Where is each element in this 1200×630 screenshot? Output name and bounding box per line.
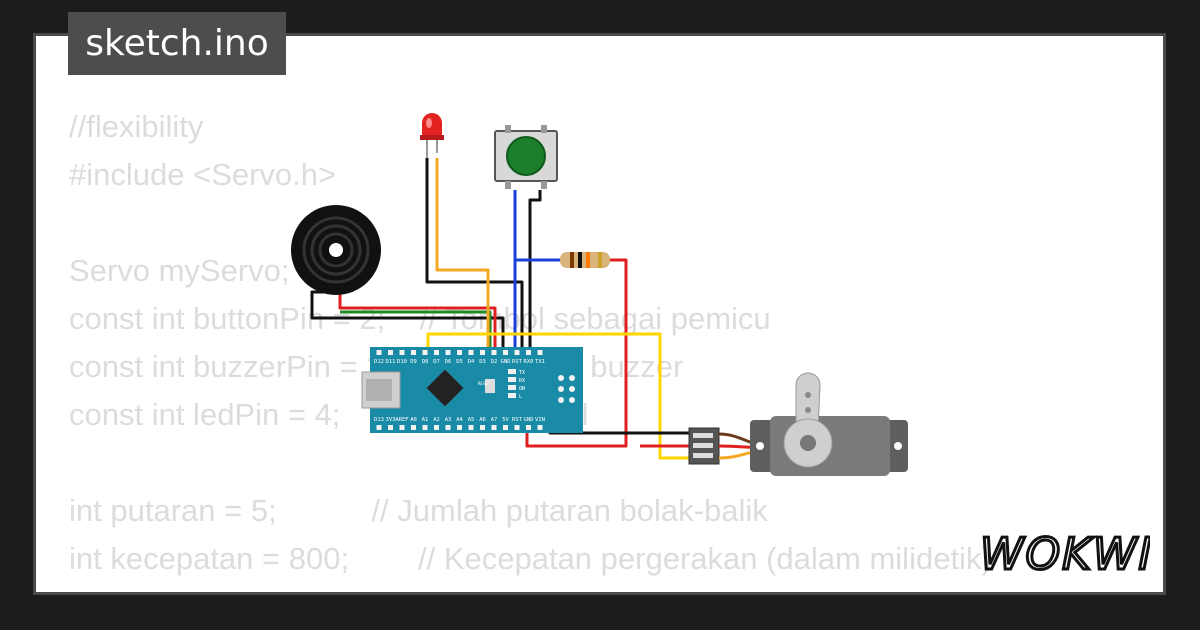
led-label-l: L (519, 394, 522, 400)
board-pin[interactable] (422, 425, 428, 430)
board-pin[interactable] (399, 425, 405, 430)
wire-buzzer-black (310, 290, 505, 350)
board-pin[interactable] (480, 350, 485, 355)
wire-resistor-red (525, 258, 628, 448)
board-pin[interactable] (491, 350, 497, 355)
pin-label: A4 (456, 417, 463, 423)
pin-label: 5V (502, 417, 509, 423)
pin-label: RST (512, 417, 523, 423)
reset-label: RESET (478, 381, 491, 386)
led-label-tx: TX (519, 370, 525, 376)
board-pin[interactable] (388, 425, 393, 430)
wire-button-black (528, 190, 542, 350)
code-line: //flexibility (69, 109, 204, 144)
pin-label: RX0 (524, 359, 534, 365)
sketch-card: //flexibility #include <Servo.h> Servo myS… (33, 33, 1166, 595)
board-pin[interactable] (399, 350, 405, 355)
pin-label: TX1 (535, 359, 545, 365)
led-label-on: ON (519, 386, 525, 392)
board-pin[interactable] (468, 425, 474, 430)
board-pin[interactable] (422, 350, 428, 355)
pin-label: D11 (386, 359, 396, 365)
wire-buzzer-green (340, 310, 492, 350)
board-pin[interactable] (526, 350, 531, 355)
resistor-icon[interactable] (560, 252, 610, 268)
pin-label: D9 (410, 359, 417, 365)
board-pin[interactable] (514, 350, 520, 355)
code-line: #include <Servo.h> (69, 157, 337, 192)
pin-label: 3V3 (386, 417, 396, 423)
pin-label: A5 (468, 417, 475, 423)
board-pin[interactable] (434, 425, 439, 430)
board-pin[interactable] (457, 350, 462, 355)
code-line: int putaran = 5; // Jumlah putaran bolak… (69, 493, 768, 528)
wire-servo-yellow (426, 332, 690, 460)
pin-label: A2 (433, 417, 440, 423)
wire-led-black (425, 158, 524, 350)
pin-label: A7 (491, 417, 498, 423)
pin-label: D8 (422, 359, 429, 365)
board-pin[interactable] (376, 350, 382, 355)
code-line: int kecepatan = 800; // Kecepatan perger… (69, 541, 992, 576)
pin-label: D6 (445, 359, 452, 365)
pin-label: D13 (374, 417, 384, 423)
wire-led-orange (435, 158, 490, 350)
pin-label: GND (524, 417, 534, 423)
pin-label: A3 (445, 417, 452, 423)
board-pin[interactable] (445, 350, 451, 355)
pushbutton-icon[interactable] (494, 125, 558, 189)
board-pin[interactable] (537, 350, 543, 355)
board-pin[interactable] (411, 350, 416, 355)
file-name-tab: sketch.ino (68, 12, 286, 75)
pin-label: D3 (479, 359, 486, 365)
board-pin[interactable] (376, 425, 382, 430)
pin-label: AREF (395, 417, 408, 423)
led-label-rx: RX (519, 378, 525, 384)
pin-label: D12 (374, 359, 384, 365)
board-pin[interactable] (503, 350, 508, 355)
board-pin[interactable] (480, 425, 485, 430)
board-pin[interactable] (514, 425, 520, 430)
code-line: const int buttonPin = 2; // Tombol sebag… (69, 301, 771, 336)
code-listing: //flexibility #include <Servo.h> Servo myS… (69, 103, 992, 592)
board-pin[interactable] (434, 350, 439, 355)
wire-buzzer-red (338, 292, 497, 350)
board-pin[interactable] (491, 425, 497, 430)
board-pin[interactable] (411, 425, 416, 430)
pin-label: D7 (433, 359, 440, 365)
board-pin[interactable] (445, 425, 451, 430)
pin-label: A0 (410, 417, 417, 423)
code-line: Servo myServo; (69, 253, 290, 288)
pin-label: A6 (479, 417, 486, 423)
board-pin[interactable] (388, 350, 393, 355)
led-icon[interactable] (420, 113, 444, 158)
pin-label: D10 (397, 359, 407, 365)
buzzer-icon[interactable] (291, 205, 381, 295)
servo-connector (688, 427, 720, 465)
board-pin[interactable] (503, 425, 508, 430)
wokwi-logo: WOKWI (978, 525, 1153, 582)
pin-label: D5 (456, 359, 463, 365)
pin-label: VIN (535, 417, 545, 423)
pin-label: RST (512, 359, 523, 365)
wokwi-logo-text: WOKWI (980, 529, 1150, 580)
board-pin[interactable] (537, 425, 543, 430)
pin-label: D2 (491, 359, 498, 365)
code-line: int sudut_max = 180; // Sudut maksimum s… (69, 583, 992, 592)
servo-icon[interactable] (750, 372, 908, 476)
pin-label: A1 (422, 417, 429, 423)
pin-label: GND (501, 359, 511, 365)
board-pin[interactable] (468, 350, 474, 355)
board-pin[interactable] (526, 425, 531, 430)
pin-label: D4 (468, 359, 475, 365)
board-pin[interactable] (457, 425, 462, 430)
